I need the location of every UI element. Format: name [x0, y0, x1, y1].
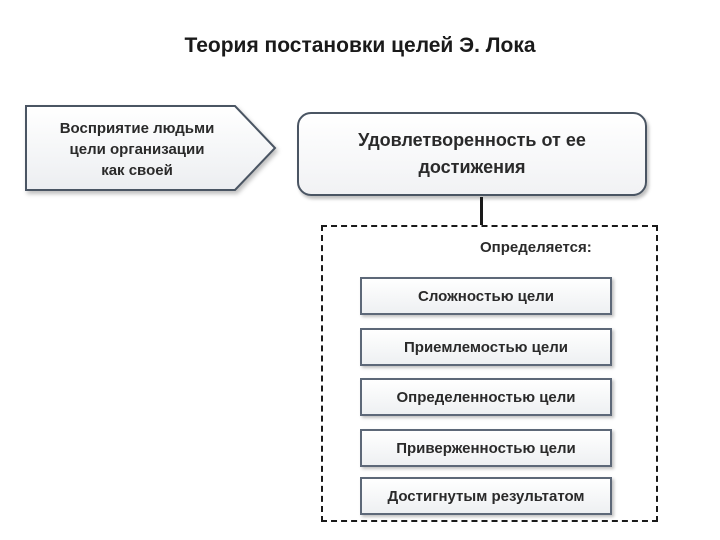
determinants-frame [321, 225, 658, 522]
determinant-item: Сложностью цели [360, 277, 612, 315]
determinant-item: Определенностью цели [360, 378, 612, 416]
input-arrow-shape [25, 105, 277, 191]
determinant-item: Приемлемостью цели [360, 328, 612, 366]
determined-by-label: Определяется: [480, 239, 592, 256]
diagram-title: Теория постановки целей Э. Лока [184, 34, 536, 57]
determinant-item: Приверженностью цели [360, 429, 612, 467]
input-arrow-line: Восприятие людьми [59, 120, 215, 137]
input-arrow-line: как своей [101, 162, 173, 179]
input-arrow-line: цели организации [69, 141, 205, 158]
determinant-item: Достигнутым результатом [360, 477, 612, 515]
input-arrow-text: Восприятие людьми цели организации как с… [26, 118, 248, 181]
satisfaction-line: достижения [418, 157, 526, 177]
satisfaction-line: Удовлетворенность от ее [358, 130, 586, 150]
satisfaction-box: Удовлетворенность от ее достижения [297, 112, 647, 196]
connector-line [480, 197, 483, 225]
